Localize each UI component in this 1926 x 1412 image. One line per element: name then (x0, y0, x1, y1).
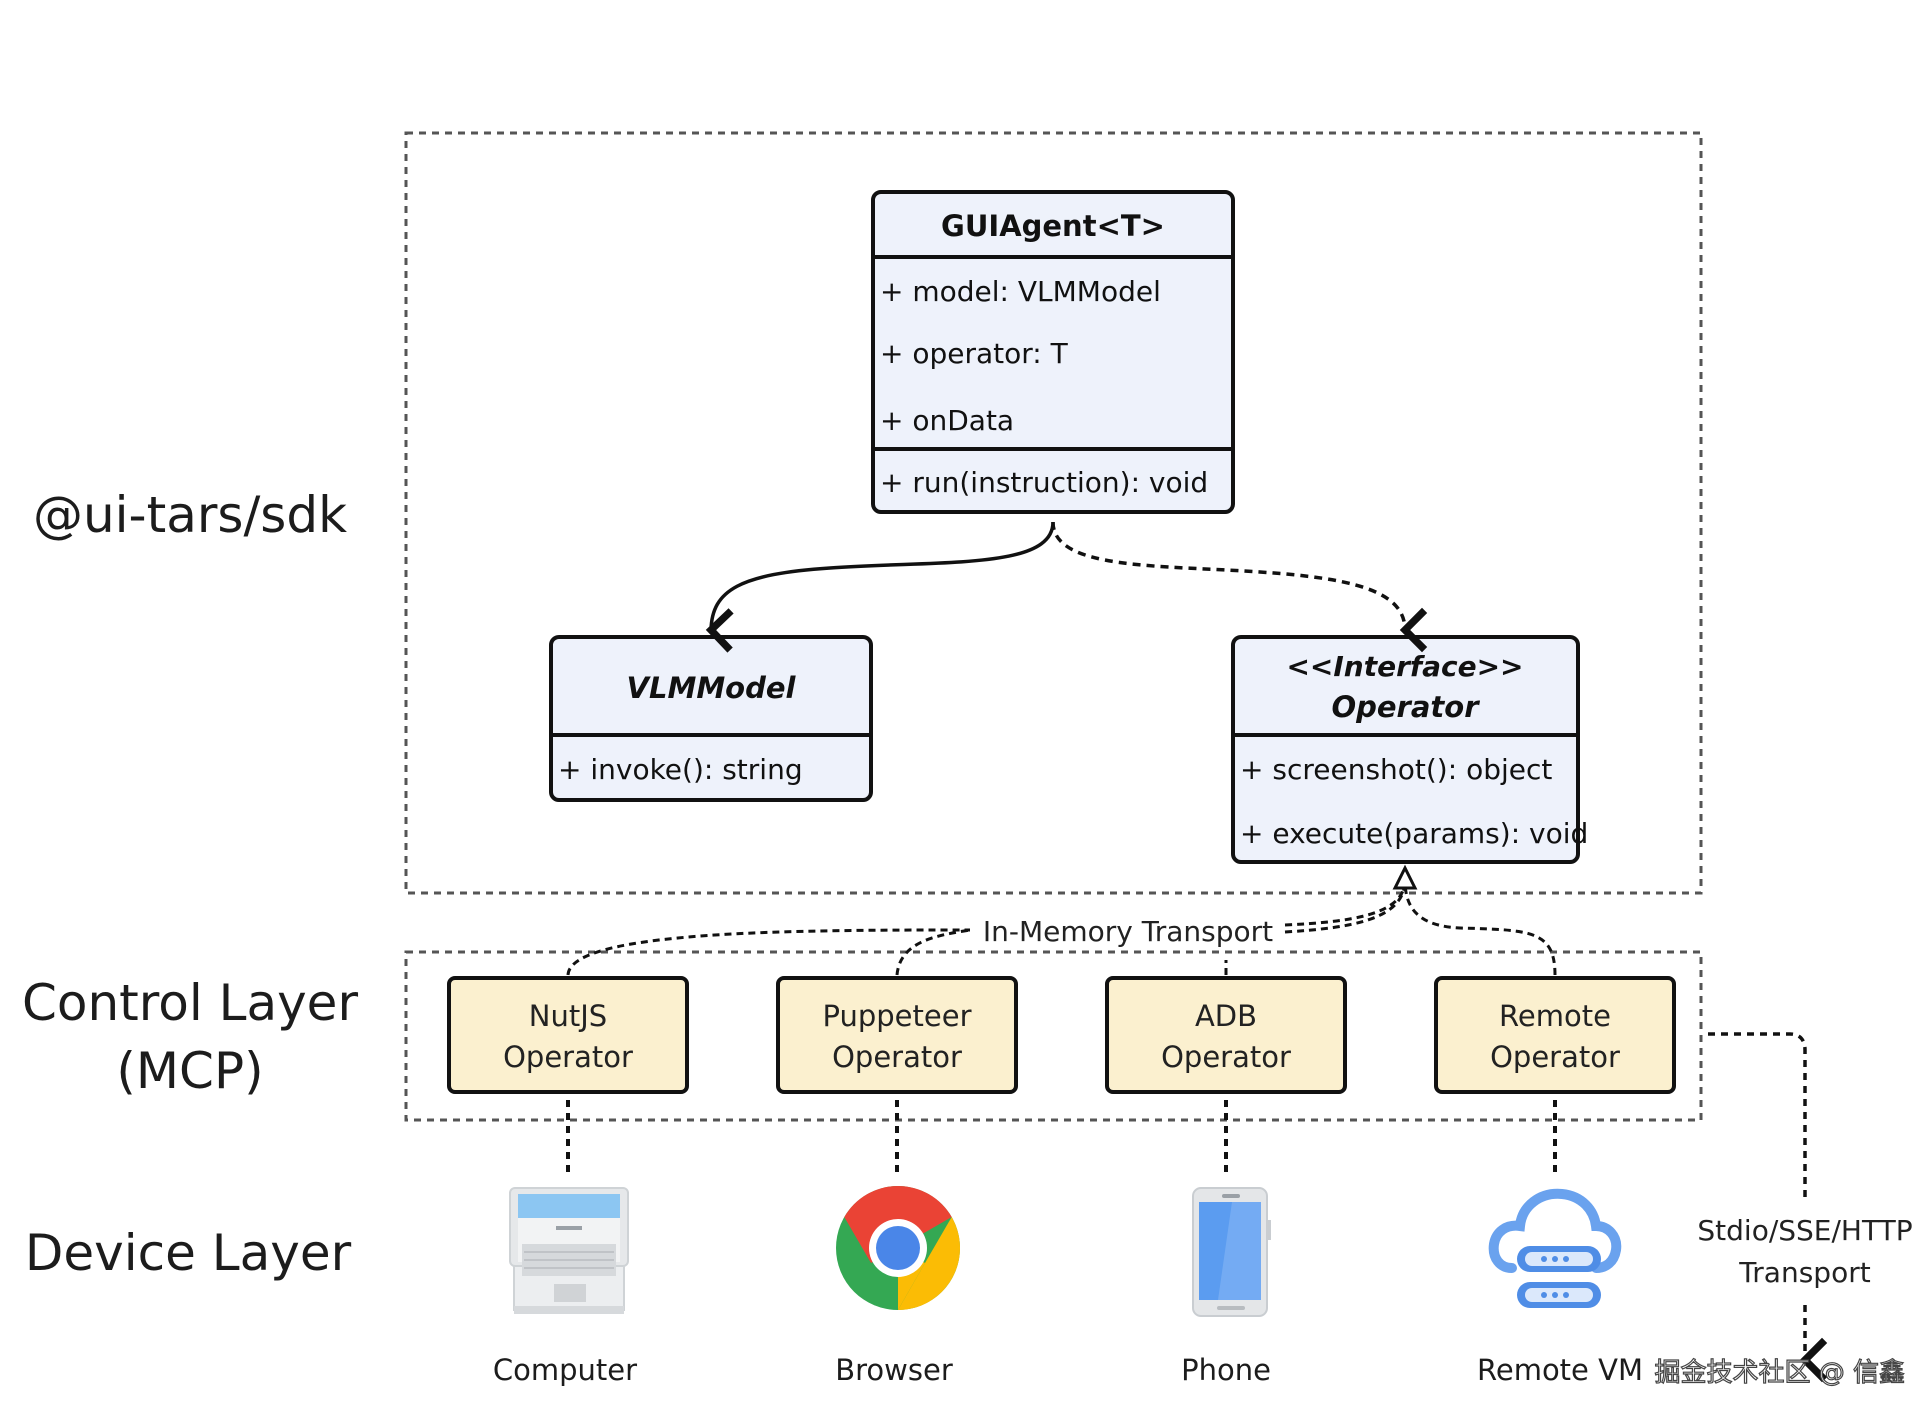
remote-operator-line2: Operator (1490, 1040, 1620, 1074)
control-container (404, 950, 1703, 1122)
cloud-server-icon (1488, 1188, 1622, 1308)
gui-agent-title: GUIAgent<T> (941, 209, 1165, 243)
remote-operator-line1: Remote (1499, 999, 1611, 1033)
control-layer-label: Control Layer (22, 974, 358, 1032)
device-label-browser: Browser (835, 1353, 953, 1387)
operator-stereotype: <<Interface>> (1286, 650, 1523, 683)
device-label-remote-vm: Remote VM (1477, 1353, 1643, 1387)
vlm-model-method-invoke: + invoke(): string (558, 753, 803, 786)
device-layer-label: Device Layer (25, 1224, 352, 1282)
gui-agent-attr-model: + model: VLMModel (880, 275, 1161, 308)
nutjs-operator-line1: NutJS (529, 999, 607, 1033)
in-memory-transport-lines (566, 864, 1557, 976)
adb-operator-line1: ADB (1195, 999, 1257, 1033)
operator-title: Operator (1331, 690, 1480, 724)
gui-agent-class: GUIAgent<T> + model: VLMModel + operator… (871, 190, 1235, 514)
nutjs-operator-line2: Operator (503, 1040, 633, 1074)
operator-device-connectors (566, 1100, 1557, 1175)
remote-transport-line (1708, 1032, 1807, 1200)
in-memory-transport-label: In-Memory Transport (983, 915, 1273, 948)
agent-to-model-arrow (705, 521, 1055, 653)
gui-agent-method-run: + run(instruction): void (880, 466, 1208, 499)
gui-agent-attr-ondata: + onData (880, 404, 1014, 437)
gui-agent-attr-operator: + operator: T (880, 337, 1069, 370)
remote-operator: Remote Operator (1434, 976, 1676, 1094)
operator-method-execute: + execute(params): void (1240, 817, 1588, 850)
vlm-model-class: VLMModel + invoke(): string (549, 635, 873, 802)
agent-to-operator-arrow (1051, 521, 1428, 653)
nutjs-operator: NutJS Operator (447, 976, 689, 1094)
puppeteer-operator-line1: Puppeteer (823, 999, 972, 1033)
puppeteer-operator-line2: Operator (832, 1040, 962, 1074)
adb-operator: ADB Operator (1105, 976, 1347, 1094)
watermark: 掘金技术社区 @ 信鑫 (1654, 1358, 1905, 1388)
operator-method-screenshot: + screenshot(): object (1240, 753, 1552, 786)
sdk-layer-label: @ui-tars/sdk (33, 486, 347, 544)
operator-interface-class: <<Interface>> Operator + screenshot(): o… (1231, 635, 1588, 864)
chrome-icon (836, 1186, 961, 1310)
laptop-icon (509, 1187, 629, 1314)
control-layer-sublabel: (MCP) (116, 1042, 263, 1100)
device-label-computer: Computer (493, 1353, 637, 1387)
device-label-phone: Phone (1181, 1353, 1271, 1387)
remote-transport-label-line1: Stdio/SSE/HTTP (1697, 1214, 1912, 1247)
puppeteer-operator: Puppeteer Operator (776, 976, 1018, 1094)
phone-icon (1192, 1187, 1271, 1317)
remote-transport-label-line2: Transport (1738, 1256, 1870, 1289)
vlm-model-title: VLMModel (627, 671, 797, 705)
adb-operator-line2: Operator (1161, 1040, 1291, 1074)
